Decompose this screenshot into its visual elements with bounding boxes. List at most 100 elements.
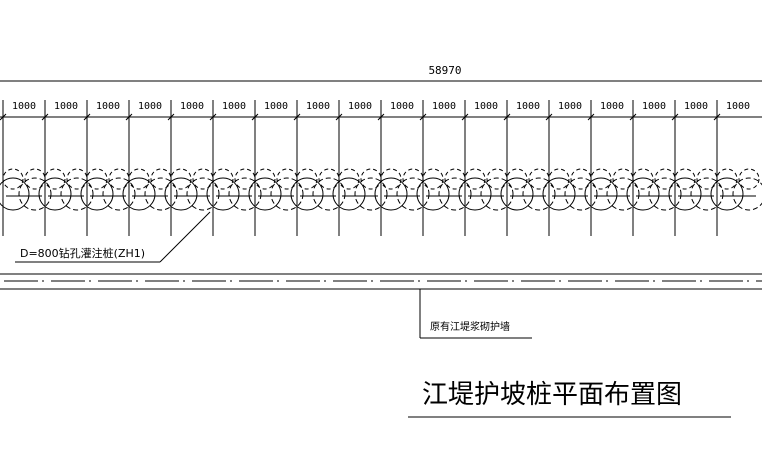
pile-circle-upper [632, 168, 654, 190]
pile-callout-label: D=800钻孔灌注桩(ZH1) [20, 246, 145, 260]
pile-circle [626, 177, 660, 211]
pile-circle-upper [66, 168, 88, 190]
spacing-label: 1000 [726, 101, 750, 112]
dimension-tick [587, 113, 595, 121]
pile-circle-upper [506, 168, 528, 190]
spacing-label: 1000 [348, 101, 372, 112]
pile-circle [122, 177, 156, 211]
dimension-tick [377, 113, 385, 121]
pile-circle-upper [528, 168, 550, 190]
pile-circle-upper [212, 168, 234, 190]
pile-circle [164, 177, 198, 211]
pile-circle-upper [464, 168, 486, 190]
pile-circle [270, 177, 304, 211]
pile-circle-upper [108, 168, 130, 190]
pile-circle [0, 177, 30, 211]
spacing-label: 1000 [558, 101, 582, 112]
pile-circle-upper [296, 168, 318, 190]
pile-callout-leader [159, 211, 211, 263]
pile-circle-upper [402, 168, 424, 190]
spacing-label: 1000 [516, 101, 540, 112]
pile-circle [312, 177, 346, 211]
pile-circle-upper [570, 168, 592, 190]
pile-circle [60, 177, 94, 211]
pile-circle [290, 177, 324, 211]
dimension-tick [335, 113, 343, 121]
pile-circle-upper [486, 168, 508, 190]
pile-circle [564, 177, 598, 211]
spacing-label: 1000 [642, 101, 666, 112]
pile-circle-upper [654, 168, 676, 190]
dimension-tick [0, 113, 7, 121]
pile-circle [374, 177, 408, 211]
pile-grid-lines [0, 100, 721, 236]
pile-circle-upper [150, 168, 172, 190]
spacing-label: 1000 [264, 101, 288, 112]
pile-circle-upper [170, 168, 192, 190]
spacing-label: 1000 [138, 101, 162, 112]
dimension-tick [293, 113, 301, 121]
pile-circle-upper [338, 168, 360, 190]
pile-circle [354, 177, 388, 211]
pile-circle-upper [716, 168, 738, 190]
pile-circle [668, 177, 702, 211]
spacing-label: 1000 [600, 101, 624, 112]
pile-circle-upper [254, 168, 276, 190]
pile-circle-upper [444, 168, 466, 190]
pile-circle-upper [738, 168, 760, 190]
dimension-tick [83, 113, 91, 121]
spacing-label: 1000 [432, 101, 456, 112]
pile-circle-upper [422, 168, 444, 190]
pile-circle-upper [234, 168, 256, 190]
dimension-tick [167, 113, 175, 121]
pile-circle [458, 177, 492, 211]
pile-circle [542, 177, 576, 211]
spacing-label: 1000 [180, 101, 204, 112]
pile-circle [102, 177, 136, 211]
pile-circle [206, 177, 240, 211]
dimension-tick [503, 113, 511, 121]
dimension-tick [629, 113, 637, 121]
pile-circle-upper [696, 168, 718, 190]
pile-circle-upper [360, 168, 382, 190]
pile-circle [710, 177, 744, 211]
pile-circle-upper [612, 168, 634, 190]
pile-circle [38, 177, 72, 211]
pile-circle-upper [548, 168, 570, 190]
spacing-label: 1000 [474, 101, 498, 112]
dimension-tick [41, 113, 49, 121]
pile-circle-upper [276, 168, 298, 190]
pile-circle-upper [2, 168, 24, 190]
pile-circle [690, 177, 724, 211]
pile-circle [186, 177, 220, 211]
overall-dimension-label: 58970 [428, 64, 461, 77]
spacing-label: 1000 [390, 101, 414, 112]
spacing-label: 1000 [684, 101, 708, 112]
pile-circle-upper [44, 168, 66, 190]
pile-circle [248, 177, 282, 211]
pile-circle-upper [24, 168, 46, 190]
pile-row [0, 168, 762, 211]
pile-circle [80, 177, 114, 211]
dimension-tick [209, 113, 217, 121]
pile-circle-upper [192, 168, 214, 190]
spacing-label: 1000 [222, 101, 246, 112]
spacing-labels: 1000 1000 1000 1000 1000 1000 1000 1000 1000 1000… [12, 101, 750, 112]
dimension-tick [545, 113, 553, 121]
pile-circle [18, 177, 52, 211]
spacing-label: 1000 [306, 101, 330, 112]
spacing-label: 1000 [54, 101, 78, 112]
spacing-label: 1000 [96, 101, 120, 112]
pile-circle [228, 177, 262, 211]
pile-circle-upper [128, 168, 150, 190]
dimension-tick [713, 113, 721, 121]
dimension-tick [461, 113, 469, 121]
dimension-tick [125, 113, 133, 121]
pile-circle [438, 177, 472, 211]
pile-circle [416, 177, 450, 211]
wall-callout-label: 原有江堤浆砌护墙 [430, 320, 510, 333]
pile-circle [606, 177, 640, 211]
pile-circle [522, 177, 556, 211]
dimension-tick [671, 113, 679, 121]
